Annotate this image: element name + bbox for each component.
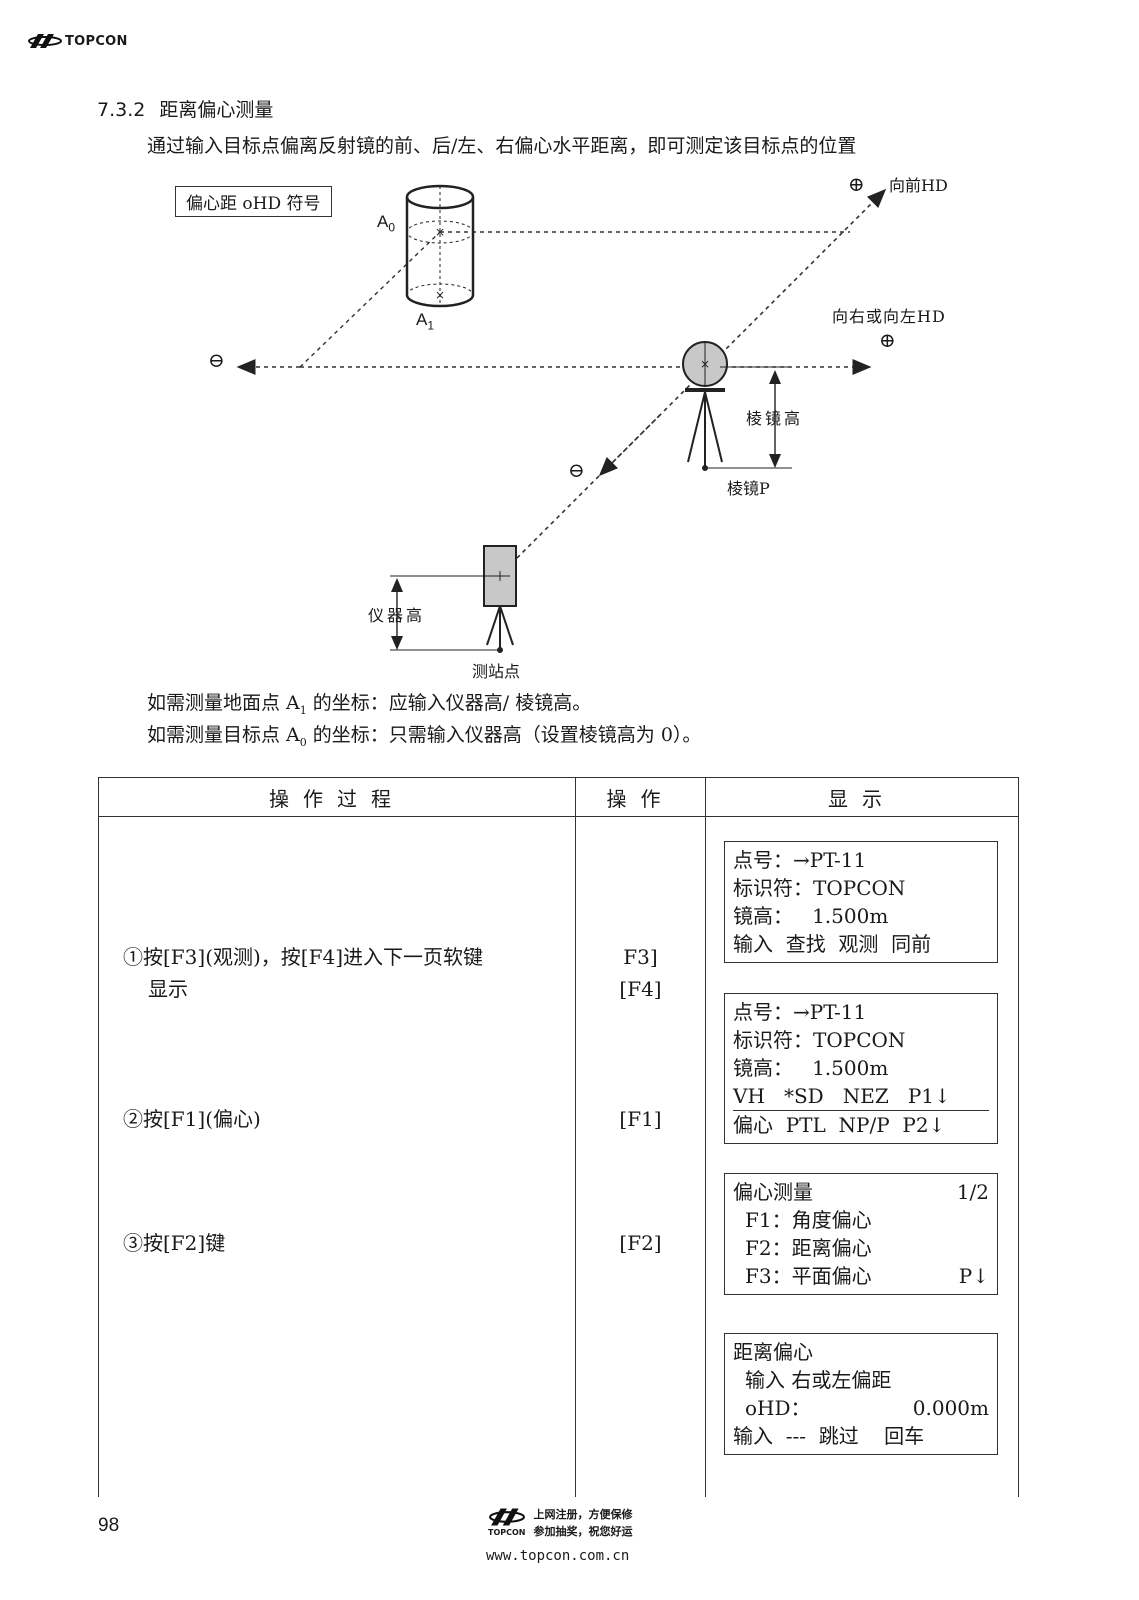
screen-2: 点号：→PT-11 标识符：TOPCON 镜高： 1.500m VH *SD N… [724,993,998,1144]
screen-4-prompt: 输入 右或左偏距 [745,1368,892,1392]
key-f2: [F2] [619,1231,662,1255]
plus-side-icon: ⊕ [879,328,896,352]
operations-table: 操作过程 操作 显示 ①按[F3](观测)，按[F4]进入下一页软键 显示 ②按… [98,777,1019,1497]
note-1-text-b: 的坐标：应输入仪器高/ 棱镜高。 [306,692,592,714]
screen-1-code: 标识符：TOPCON [733,876,906,900]
display-cell: 点号：→PT-11 标识符：TOPCON 镜高： 1.500m 输入 查找 观测… [705,816,1019,1497]
minus-forward-icon: ⊖ [568,458,585,482]
screen-4-ohd-row: oHD： 0.000m [733,1394,989,1422]
screen-4-softkeys: 输入 --- 跳过 回车 [733,1424,925,1448]
brand-name: TOPCON [65,33,128,49]
footer-slogan-2: 参加抽奖，祝您好运 [533,1525,633,1538]
svg-text:×: × [700,357,710,371]
note-2-text-b: 的坐标：只需输入仪器高（设置棱镜高为 0）。 [306,724,702,746]
header-procedure: 操作过程 [98,777,576,817]
screen-1: 点号：→PT-11 标识符：TOPCON 镜高： 1.500m 输入 查找 观测… [724,841,998,963]
section-title: 距离偏心测量 [159,99,274,121]
svg-text:×: × [435,225,445,239]
key-f3: F3] [623,945,658,969]
step-1: ①按[F3](观测)，按[F4]进入下一页软键 显示 [123,941,483,1005]
offset-diagram: × × × [236,184,887,653]
prism-height-label: 棱镜高 [746,409,804,428]
label-a1-letter: A [416,310,428,329]
topcon-logo-icon [28,34,62,48]
page-number: 98 [98,1515,120,1536]
side-hd-label: 向右或向左HD [832,307,946,326]
footer-logo: TOPCON [488,1506,526,1537]
screen-2-softkeys-page2: 偏心 PTL NP/P P2↓ [733,1113,946,1137]
label-a1: A1 [416,310,434,332]
screen-3-page: 1/2 [956,1180,989,1204]
forward-axis-negative [598,414,661,477]
offset-symbol-box: 偏心距 oHD 符号 [175,186,332,217]
key-step-1: F3] [F4] [576,941,705,1005]
section-number: 7.3.2 [97,99,146,121]
station-point-label: 测站点 [472,662,521,681]
screen-2-code: 标识符：TOPCON [733,1028,906,1052]
screen-3-more: P↓ [958,1264,989,1288]
table-row: ①按[F3](观测)，按[F4]进入下一页软键 显示 ②按[F1](偏心) ③按… [98,816,1019,1497]
total-station [483,545,517,653]
note-1-sub: 1 [299,703,307,717]
step-3: ③按[F2]键 [123,1231,226,1255]
screen-3-title-row: 偏心测量 1/2 [733,1178,989,1206]
label-a0-sub: 0 [388,220,396,235]
screen-3-title: 偏心测量 [733,1180,813,1204]
screen-1-height: 镜高： 1.500m [733,904,889,928]
header-operation: 操作 [575,777,706,817]
label-a1-sub: 1 [427,318,435,333]
screen-2-height: 镜高： 1.500m [733,1056,889,1080]
section-intro: 通过输入目标点偏离反射镜的前、后/左、右偏心水平距离，即可测定该目标点的位置 [147,135,857,157]
section-heading: 7.3.2 距离偏心测量 [97,95,273,122]
screen-4-title: 距离偏心 [733,1340,813,1364]
operation-cell: F3] [F4] [F1] [F2] [575,816,706,1497]
footer-url[interactable]: www.topcon.com.cn [486,1548,630,1564]
target-cylinder: × × [405,184,475,308]
screen-3-item-plane-row: F3：平面偏心 P↓ [733,1262,989,1290]
footer-promo: TOPCON 上网注册，方便保修 参加抽奖，祝您好运 [488,1506,633,1540]
step-1-line-2: 显示 [148,977,188,1001]
step-1-line-1: ①按[F3](观测)，按[F4]进入下一页软键 [123,945,484,969]
footer-brand: TOPCON [488,1528,526,1537]
note-1-text-a: 如需测量地面点 A [147,692,300,714]
key-f4: [F4] [619,977,662,1001]
note-2-text-a: 如需测量目标点 A [147,724,300,746]
screen-4: 距离偏心 输入 右或左偏距 oHD： 0.000m 输入 --- 跳过 回车 [724,1333,998,1455]
screen-3-item-plane: F3：平面偏心 [745,1264,872,1288]
minus-side-icon: ⊖ [208,348,225,372]
screen-2-softkeys-page1: VH *SD NEZ P1↓ [733,1082,989,1111]
procedure-cell: ①按[F3](观测)，按[F4]进入下一页软键 显示 ②按[F1](偏心) ③按… [98,816,576,1497]
step-2: ②按[F1](偏心) [123,1107,261,1131]
screen-1-softkeys: 输入 查找 观测 同前 [733,932,932,956]
prism: × [682,341,792,471]
note-2-sub: 0 [299,735,307,749]
forward-hd-label: 向前HD [889,176,948,195]
key-f1: [F1] [619,1107,662,1131]
note-line-2: 如需测量目标点 A0 的坐标：只需输入仪器高（设置棱镜高为 0）。 [147,720,701,749]
instrument-height-label: 仪器高 [368,606,426,625]
screen-3-item-distance: F2：距离偏心 [745,1236,872,1260]
footer-slogans: 上网注册，方便保修 参加抽奖，祝您好运 [534,1506,633,1540]
prism-p-label: 棱镜P [727,479,770,498]
screen-3: 偏心测量 1/2 F1：角度偏心 F2：距离偏心 F3：平面偏心 P↓ [724,1173,998,1295]
topcon-logo: TOPCON [28,32,128,50]
label-a0-letter: A [377,212,389,231]
note-line-1: 如需测量地面点 A1 的坐标：应输入仪器高/ 棱镜高。 [147,688,591,717]
screen-1-point: 点号：→PT-11 [733,848,867,872]
footer-logo-icon [488,1508,525,1526]
screen-4-ohd-value: 0.000m [912,1396,989,1420]
screen-4-ohd-label: oHD： [745,1396,811,1420]
screen-2-point: 点号：→PT-11 [733,1000,867,1024]
label-a0: A0 [377,212,395,234]
offset-line [299,231,441,368]
plus-forward-icon: ⊕ [848,172,865,196]
table-header-row: 操作过程 操作 显示 [98,777,1019,817]
footer-slogan-1: 上网注册，方便保修 [533,1508,633,1521]
header-display: 显示 [705,777,1019,817]
screen-3-item-angle: F1：角度偏心 [745,1208,872,1232]
svg-text:×: × [435,288,445,302]
